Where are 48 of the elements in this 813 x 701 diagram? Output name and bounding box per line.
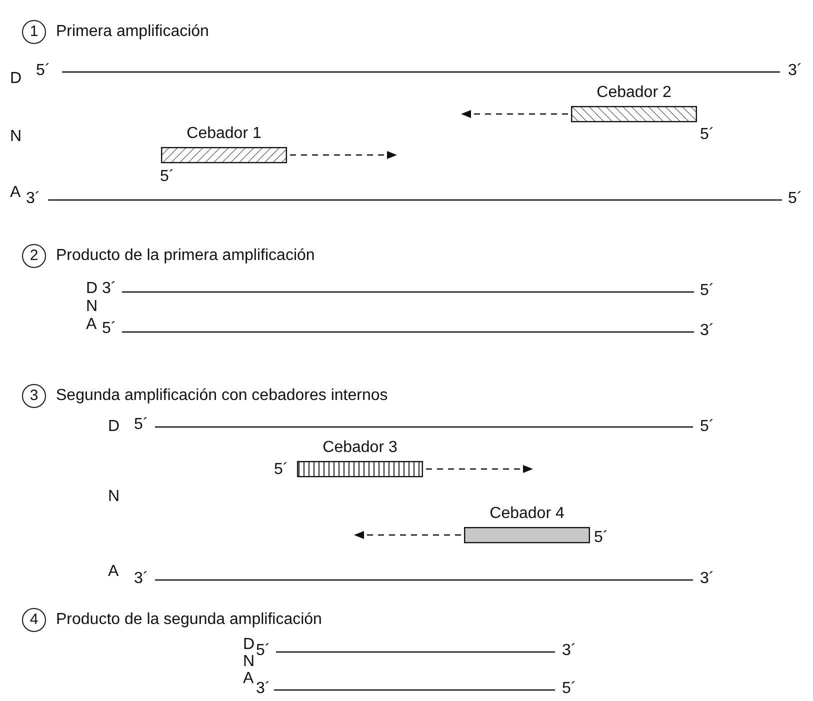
step-number-circle: 4 bbox=[22, 608, 46, 632]
dna-letter-label: N bbox=[108, 488, 120, 506]
strand-end-label: 5´ bbox=[160, 168, 174, 186]
strand-end-label: 5´ bbox=[788, 190, 802, 208]
dna-letter-label: D bbox=[243, 636, 255, 654]
strand-end-label: 5´ bbox=[36, 62, 50, 80]
strand-end-label: 3´ bbox=[700, 570, 714, 588]
strand-end-label: 3´ bbox=[134, 570, 148, 588]
dashed-arrow bbox=[426, 465, 533, 473]
step-number-circle: 1 bbox=[22, 20, 46, 44]
dna-letter-label: N bbox=[10, 128, 22, 146]
strand-end-label: 3´ bbox=[26, 190, 40, 208]
primer-label: Cebador 1 bbox=[186, 125, 262, 143]
dna-letter-label: A bbox=[86, 316, 97, 334]
dashed-arrow bbox=[461, 110, 568, 118]
strand-end-label: 3´ bbox=[256, 680, 270, 698]
dna-letter-label: D bbox=[10, 70, 22, 88]
primer-label: Cebador 4 bbox=[488, 505, 566, 523]
dna-letter-label: D bbox=[86, 280, 98, 298]
step-number-circle: 3 bbox=[22, 384, 46, 408]
strand-end-label: 5´ bbox=[274, 461, 288, 479]
dna-letter-label: A bbox=[10, 184, 21, 202]
step-number-circle: 2 bbox=[22, 244, 46, 268]
strand-end-label: 5´ bbox=[700, 282, 714, 300]
strand-end-label: 5´ bbox=[102, 320, 116, 338]
primer-label: Cebador 3 bbox=[322, 439, 398, 457]
step-heading: Segunda amplificación con cebadores internos bbox=[56, 387, 388, 405]
strand-end-label: 5´ bbox=[594, 529, 608, 547]
dna-letter-label: A bbox=[108, 563, 119, 581]
strand-end-label: 5´ bbox=[134, 416, 148, 434]
dna-letter-label: N bbox=[86, 298, 98, 316]
dashed-arrow bbox=[354, 531, 461, 539]
strand-end-label: 5´ bbox=[256, 642, 270, 660]
strand-end-label: 5´ bbox=[700, 126, 714, 144]
step-heading: Primera amplificación bbox=[56, 23, 209, 41]
dna-letter-label: N bbox=[243, 653, 255, 671]
strand-end-label: 5´ bbox=[562, 680, 576, 698]
strand-end-label: 3´ bbox=[788, 62, 802, 80]
dna-letter-label: A bbox=[243, 670, 254, 688]
dna-letter-label: D bbox=[108, 418, 120, 436]
strand-end-label: 5´ bbox=[700, 418, 714, 436]
strand-end-label: 3´ bbox=[562, 642, 576, 660]
strand-end-label: 3´ bbox=[102, 280, 116, 298]
dashed-arrow bbox=[290, 151, 397, 159]
strand-end-label: 3´ bbox=[700, 322, 714, 340]
primer-label: Cebador 2 bbox=[596, 84, 672, 102]
step-heading: Producto de la primera amplificación bbox=[56, 247, 315, 265]
step-heading: Producto de la segunda amplificación bbox=[56, 611, 322, 629]
